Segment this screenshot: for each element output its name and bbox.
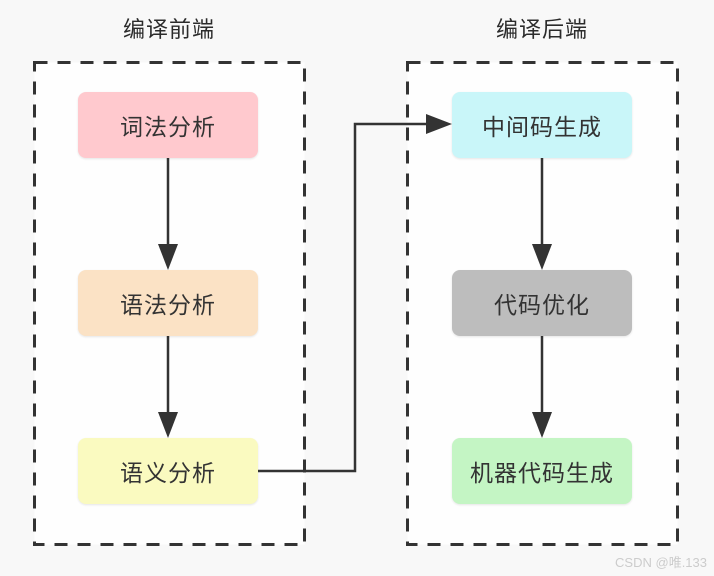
back-end-title: 编译后端 — [495, 17, 588, 42]
node-label: 机器代码生成 — [470, 460, 614, 486]
front-end-title: 编译前端 — [122, 17, 215, 42]
node-label: 中间码生成 — [482, 114, 602, 140]
node-lexical-analysis: 词法分析 — [78, 92, 258, 158]
node-semantic-analysis: 语义分析 — [78, 438, 258, 504]
arrow-optimization-to-machine — [532, 336, 552, 438]
arrow-lexical-to-syntax — [158, 158, 178, 270]
node-label: 代码优化 — [494, 292, 590, 318]
arrow-semantic-to-intermediate — [258, 114, 452, 473]
node-intermediate-code-generation: 中间码生成 — [452, 92, 632, 158]
node-machine-code-generation: 机器代码生成 — [452, 438, 632, 504]
node-code-optimization: 代码优化 — [452, 270, 632, 336]
node-label: 语义分析 — [120, 460, 216, 486]
arrow-intermediate-to-optimization — [532, 158, 552, 270]
arrow-syntax-to-semantic — [158, 336, 178, 438]
node-label: 词法分析 — [120, 114, 216, 140]
node-syntax-analysis: 语法分析 — [78, 270, 258, 336]
watermark: CSDN @唯.133 — [615, 555, 707, 570]
node-label: 语法分析 — [120, 292, 216, 318]
